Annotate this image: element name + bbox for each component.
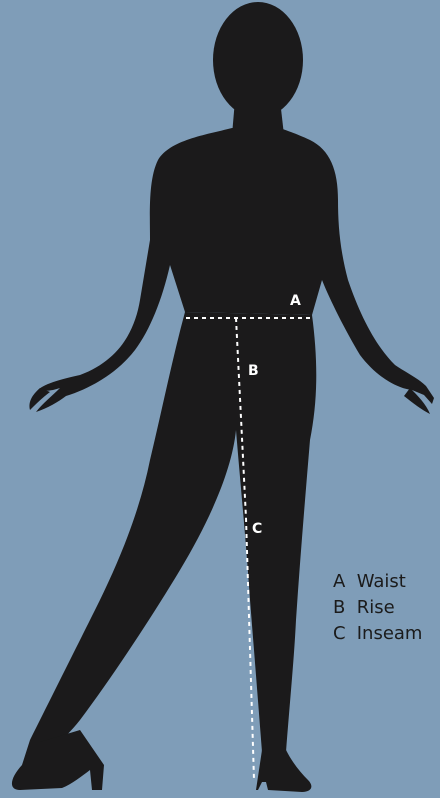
legend-label: Rise [357, 597, 395, 618]
legend-label: Inseam [357, 623, 423, 644]
measurement-legend: A Waist B Rise C Inseam [333, 569, 422, 647]
legend-label: Waist [357, 571, 406, 592]
legend-item-rise: B Rise [333, 595, 422, 621]
legend-item-waist: A Waist [333, 569, 422, 595]
marker-c: C [252, 521, 262, 537]
right-boot [256, 750, 311, 792]
legend-item-inseam: C Inseam [333, 621, 422, 647]
silhouette-shape [12, 2, 434, 792]
legend-key: A [333, 569, 351, 595]
marker-b: B [248, 363, 259, 379]
legend-key: C [333, 621, 351, 647]
legend-key: B [333, 595, 351, 621]
marker-a: A [290, 293, 301, 309]
